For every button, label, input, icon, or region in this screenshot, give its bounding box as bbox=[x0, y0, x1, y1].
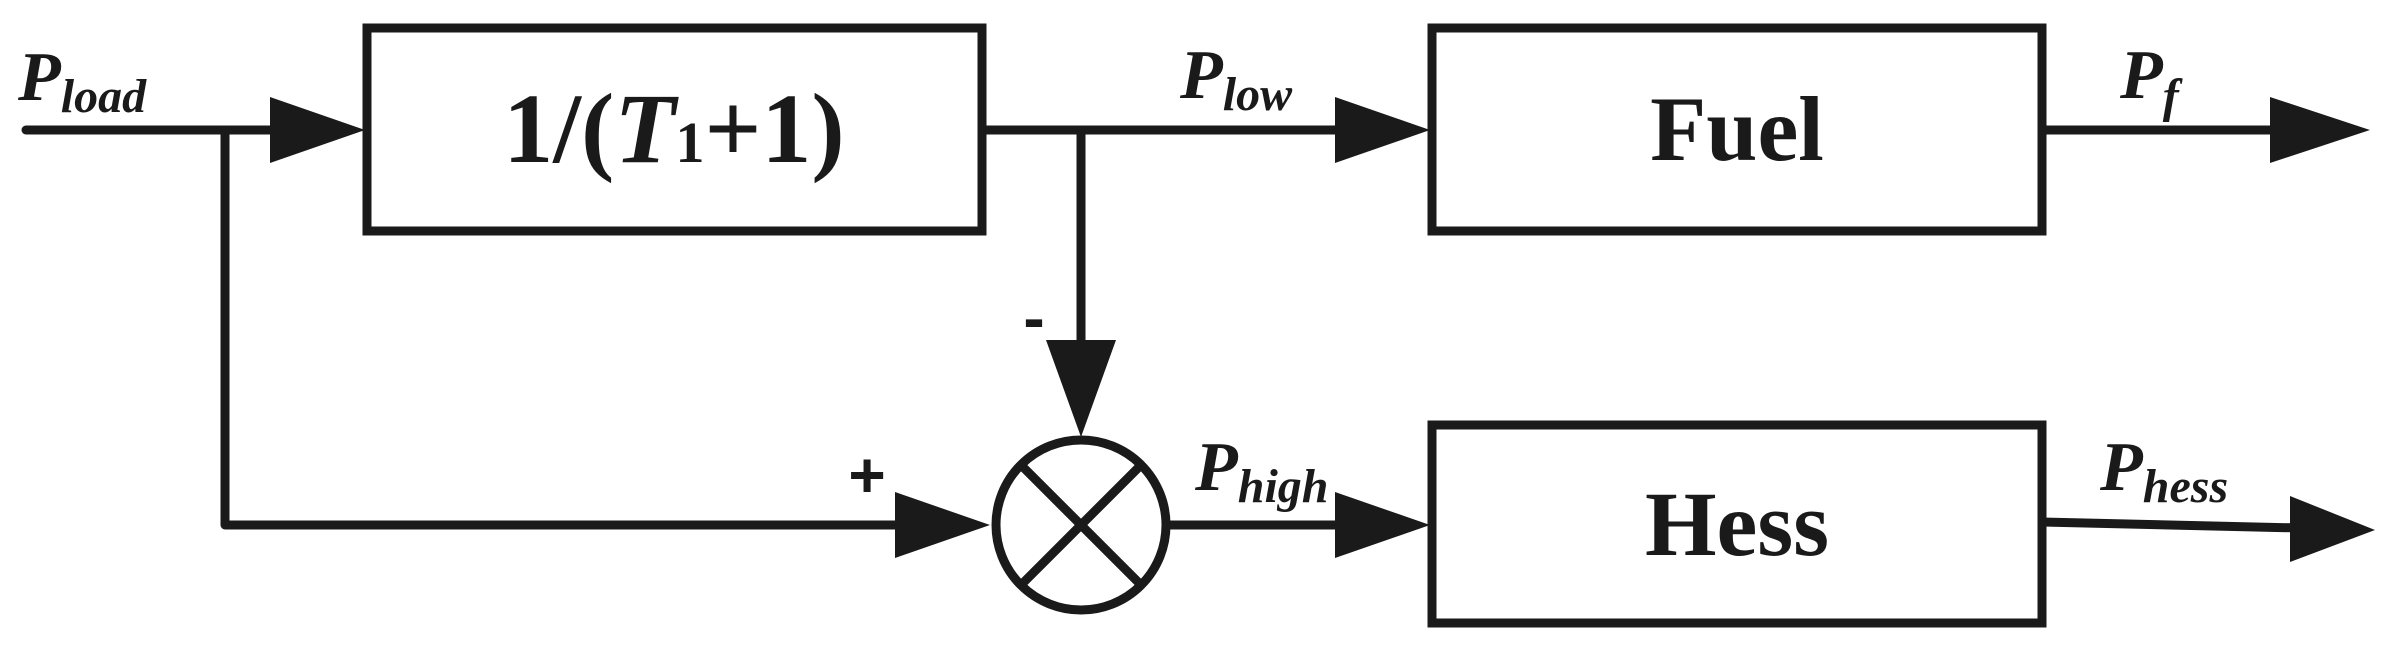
lowpass-block-label: 1/(T1+1) bbox=[503, 73, 844, 184]
plus-sign: + bbox=[848, 439, 885, 511]
summing-junction bbox=[991, 435, 1171, 615]
arrowhead-plus-input bbox=[895, 492, 990, 558]
label-p-high: Phigh bbox=[1194, 429, 1329, 513]
label-p-load: Pload bbox=[17, 39, 147, 123]
fuel-block-label: Fuel bbox=[1650, 78, 1824, 180]
minus-sign: - bbox=[1023, 282, 1044, 354]
arrowhead-minus-input bbox=[1046, 340, 1116, 437]
label-p-f: Pf bbox=[2119, 37, 2183, 123]
label-p-low: Plow bbox=[1179, 37, 1293, 121]
hess-block bbox=[1427, 420, 2047, 628]
fuel-block bbox=[1427, 23, 2047, 236]
arrowhead-p-hess-output bbox=[2290, 496, 2375, 562]
arrowhead-p-f-output bbox=[2270, 97, 2370, 163]
p-hess-line bbox=[2037, 517, 2305, 533]
branch-line-p-load bbox=[220, 125, 925, 530]
arrowhead-into-hess bbox=[1335, 492, 1430, 558]
arrowhead-into-lowpass bbox=[270, 97, 365, 163]
arrowhead-into-fuel bbox=[1335, 97, 1430, 163]
label-p-hess: Phess bbox=[2099, 429, 2228, 513]
hess-block-label: Hess bbox=[1645, 473, 1829, 575]
